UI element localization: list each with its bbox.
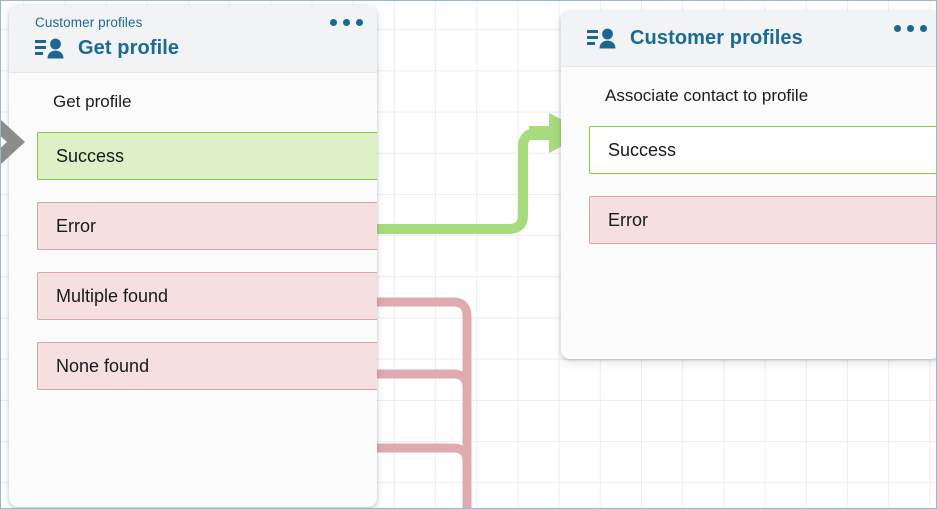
card-customer-profiles[interactable]: Customer profiles Associate contact to p… (561, 11, 936, 359)
customer-profile-icon (35, 38, 65, 59)
card-body-get-profile: Get profile Success Error Multiple found… (9, 73, 377, 414)
card-header-customer-profiles: Customer profiles (561, 11, 936, 67)
branch-error[interactable]: Error (589, 196, 936, 244)
action-row-get-profile: Get profile (53, 92, 132, 112)
card-header-get-profile: Customer profiles Get profile (9, 5, 377, 74)
connector-error-path (374, 297, 472, 508)
branch-list-get-profile: Success Error Multiple found None found (9, 132, 377, 414)
card-body-customer-profiles: Associate contact to profile Success Err… (561, 67, 936, 268)
branch-success[interactable]: Success (37, 132, 377, 181)
branch-none-found[interactable]: None found (37, 342, 377, 391)
action-row-associate-contact: Associate contact to profile (605, 86, 809, 105)
kebab-menu-icon[interactable] (894, 25, 927, 32)
branch-list-customer-profiles: Success Error (561, 126, 936, 268)
connector-multiple-found-path (374, 369, 472, 508)
connector-success-path (367, 128, 553, 234)
branch-error[interactable]: Error (37, 202, 377, 251)
customer-profile-icon (587, 28, 617, 49)
card-title-customer-profiles: Customer profiles (630, 27, 803, 49)
branch-success[interactable]: Success (589, 126, 936, 174)
branch-multiple-found[interactable]: Multiple found (37, 272, 377, 321)
card-get-profile[interactable]: Customer profiles Get profile Get (9, 5, 377, 507)
entry-chevron-icon (1, 120, 25, 164)
kebab-menu-icon[interactable] (330, 19, 363, 26)
connector-none-found-path (374, 443, 472, 508)
card-eyebrow-get-profile: Customer profiles (35, 15, 143, 30)
card-title-get-profile: Get profile (78, 37, 180, 60)
